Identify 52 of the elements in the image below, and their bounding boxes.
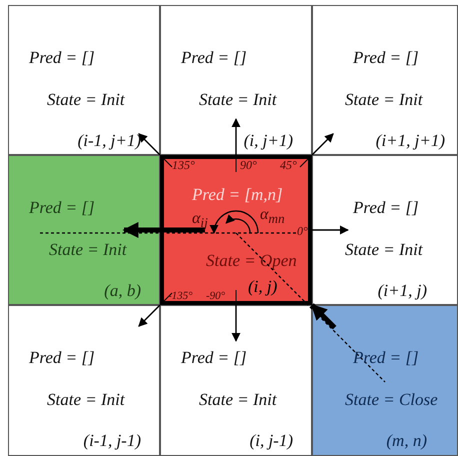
grid-cell: [312, 5, 458, 155]
angle-label: α$_{ij}$: [192, 210, 208, 232]
state-text: State = Init: [199, 90, 277, 110]
coordinate-text: (i+1, j): [378, 281, 427, 301]
angle-label: 45°: [280, 158, 297, 172]
coordinate-text: (i-1, j+1): [78, 131, 141, 151]
pred-text: Pred = []: [181, 48, 247, 68]
state-text: State = Init: [345, 90, 423, 110]
grid-cell: [160, 305, 312, 456]
state-text: State = Open: [206, 251, 297, 271]
arrow: [122, 222, 205, 238]
arrow: [232, 305, 240, 342]
coordinate-text: (i+1, j+1): [376, 131, 445, 151]
pred-text: Pred = []: [353, 348, 419, 368]
angle-label: 135°: [172, 158, 195, 172]
pred-text: Pred = []: [181, 348, 247, 368]
angle-label: 0°: [297, 224, 308, 238]
angle-label: 90°: [240, 158, 257, 172]
grid-cell: [160, 5, 312, 155]
angle-label: -135°: [168, 290, 193, 303]
grid-cell: [8, 5, 160, 155]
pred-text: Pred = []: [353, 198, 419, 218]
arrow: [312, 226, 349, 234]
pred-text: Pred = []: [29, 48, 95, 68]
state-text: State = Init: [345, 240, 423, 260]
state-text: State = Init: [199, 390, 277, 410]
arrow: [138, 133, 160, 156]
state-text: State = Init: [49, 240, 127, 260]
angle-label: α$_{mn}$: [260, 206, 285, 228]
coordinate-text: (i, j): [248, 277, 278, 297]
coordinate-text: (i, j-1): [250, 431, 293, 451]
state-text: State = Close: [345, 390, 438, 410]
grid-cell: [160, 155, 312, 305]
coordinate-text: (i, j+1): [244, 131, 293, 151]
pred-text: Pred = []: [29, 348, 95, 368]
pred-text: Pred = []: [353, 48, 419, 68]
state-text: State = Init: [47, 90, 125, 110]
state-text: State = Init: [47, 390, 125, 410]
arrow: [232, 118, 240, 155]
arrow: [312, 133, 334, 156]
coordinate-text: (m, n): [386, 431, 427, 451]
arrow: [138, 304, 160, 327]
pred-text: Pred = []: [29, 198, 95, 218]
grid-cell: [312, 155, 458, 305]
coordinate-text: (a, b): [104, 281, 141, 301]
grid-cell: [312, 305, 458, 456]
angle-label: -90°: [206, 290, 226, 303]
pred-text: Pred = [m,n]: [192, 185, 283, 205]
coordinate-text: (i-1, j-1): [83, 431, 141, 451]
grid-cell: [8, 155, 160, 305]
arrow: [310, 303, 336, 330]
grid-cell: [8, 305, 160, 456]
